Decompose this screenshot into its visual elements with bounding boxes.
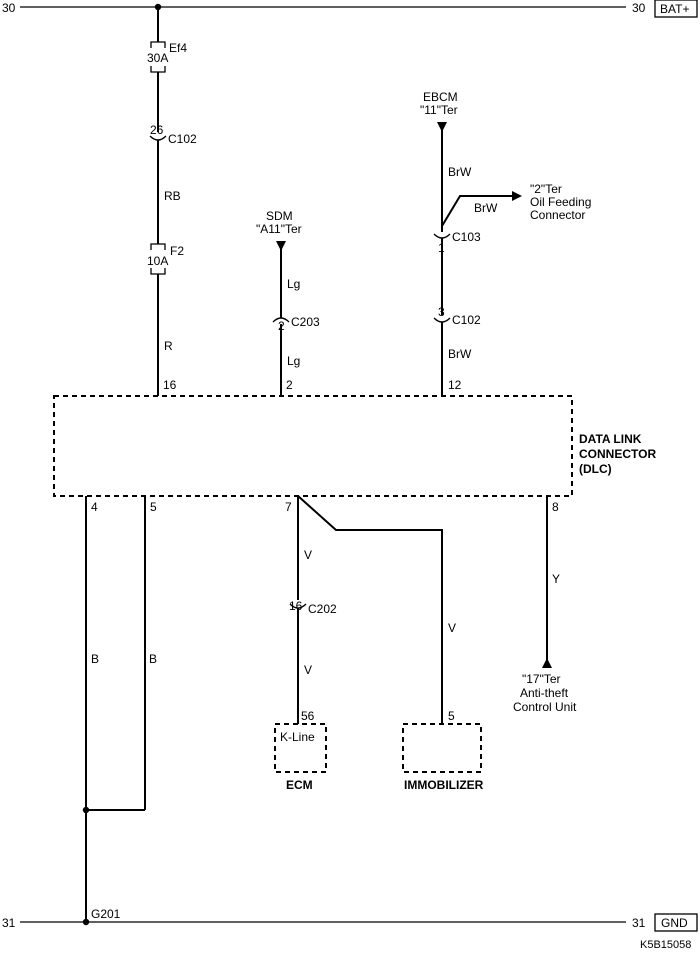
ecm-label: ECM — [286, 778, 313, 792]
dlc-pin-5: 5 — [150, 500, 157, 514]
ground-label: G201 — [91, 907, 121, 921]
fuse-f2-bottom-cap — [150, 268, 166, 275]
dlc-title-1: DATA LINK — [579, 432, 642, 446]
dlc-title-3: (DLC) — [579, 462, 612, 476]
connector-c202-pin: 16 — [289, 599, 303, 613]
fuse-ef4-rating: 30A — [147, 51, 168, 65]
dlc-pin-2: 2 — [286, 378, 293, 392]
wire-color-v-lower: V — [304, 663, 312, 677]
wire-color-rb: RB — [164, 189, 181, 203]
dlc-pin-12: 12 — [448, 378, 462, 392]
ecm-pin: 56 — [301, 709, 315, 723]
oil-arrow-icon — [512, 191, 522, 201]
ecm-module: 56 K-Line ECM — [274, 709, 327, 792]
immobilizer-pin: 5 — [448, 709, 455, 723]
fuse-ef4-top-cap — [150, 41, 166, 48]
connector-c203-name: C203 — [291, 315, 320, 329]
fuse-f2-id: F2 — [170, 244, 184, 258]
dlc-title-2: CONNECTOR — [579, 447, 656, 461]
ground-branch: B B G201 — [82, 496, 157, 926]
connector-c103-icon — [433, 233, 451, 239]
dlc-pin-8: 8 — [552, 500, 559, 514]
sdm-arrow-icon — [276, 241, 286, 251]
ground-point-icon — [82, 918, 90, 926]
antitheft-name-1: Anti-theft — [520, 686, 569, 700]
wire-color-r: R — [164, 339, 173, 353]
connector-c102-top-pin: 26 — [150, 123, 164, 137]
antitheft-branch: Y "17"Ter Anti-theft Control Unit — [513, 496, 577, 714]
ecm-k-line: K-Line — [280, 730, 315, 744]
gnd-rail-label: GND — [661, 916, 688, 930]
fuse-ef4-id: Ef4 — [169, 41, 187, 55]
dlc-box — [53, 395, 573, 497]
gnd-rail-left-number: 31 — [2, 916, 16, 930]
sdm-name: SDM — [266, 209, 293, 223]
bat-rail-left-number: 30 — [2, 1, 16, 15]
oil-terminal: "2"Ter — [530, 182, 562, 196]
immobilizer-box — [402, 723, 482, 773]
oil-name-1: Oil Feeding — [530, 195, 591, 209]
figure-code: K5B15058 — [640, 939, 691, 951]
antitheft-arrow-icon — [542, 658, 552, 668]
ebcm-arrow-icon — [437, 122, 447, 132]
wire-color-lg-upper: Lg — [287, 277, 300, 291]
fuse-ef4-bottom-cap — [150, 66, 166, 73]
immobilizer-label: IMMOBILIZER — [404, 778, 484, 792]
k-line-branch: V 16 C202 V V — [289, 495, 456, 724]
bat-rail: 30 30 BAT+ — [2, 0, 698, 18]
ebcm-name: EBCM — [423, 90, 458, 104]
dlc-pin-16: 16 — [163, 378, 177, 392]
connector-c102-right-pin: 3 — [438, 305, 445, 319]
wire-color-v-right: V — [448, 621, 456, 635]
antitheft-name-2: Control Unit — [513, 700, 577, 714]
ebcm-branch: EBCM "11"Ter BrW BrW "2"Ter Oil Feeding … — [420, 90, 591, 396]
wire-color-brw-lower: BrW — [448, 347, 472, 361]
dlc-pin-7: 7 — [285, 500, 292, 514]
bat-rail-right-number: 30 — [632, 1, 646, 15]
wire-color-v-upper: V — [304, 548, 312, 562]
fuse-f2-top-cap — [150, 243, 166, 250]
antitheft-terminal: "17"Ter — [522, 672, 561, 686]
ecm-box — [274, 723, 327, 773]
gnd-rail-right-number: 31 — [632, 916, 646, 930]
wire-color-lg-lower: Lg — [287, 354, 300, 368]
wire-color-brw-branch: BrW — [474, 201, 498, 215]
sdm-branch: SDM "A11"Ter Lg 2 C203 Lg — [256, 209, 320, 396]
wire-color-b-left: B — [91, 652, 99, 666]
connector-c102-right-name: C102 — [452, 313, 481, 327]
ground-splice — [82, 806, 90, 814]
immobilizer-wire — [297, 495, 443, 724]
bat-rail-box — [654, 0, 698, 18]
immobilizer-module: 5 IMMOBILIZER — [402, 709, 484, 792]
fuse-f2-rating: 10A — [147, 254, 168, 268]
bat-rail-label: BAT+ — [660, 2, 689, 16]
ebcm-terminal: "11"Ter — [420, 103, 458, 117]
connector-c203-icon — [272, 317, 290, 323]
wire-color-brw-upper: BrW — [448, 165, 472, 179]
sdm-terminal: "A11"Ter — [256, 222, 302, 236]
wire-color-y: Y — [552, 572, 560, 586]
wire-color-b-right: B — [149, 652, 157, 666]
power-branch: 30A Ef4 26 C102 RB 10A F2 R — [147, 7, 197, 396]
connector-c102-top-name: C102 — [168, 132, 197, 146]
oil-branch-wire — [441, 195, 512, 227]
gnd-rail-box — [654, 913, 698, 932]
oil-name-2: Connector — [530, 208, 585, 222]
connector-c202-name: C202 — [308, 602, 337, 616]
dlc-connector: 16 2 12 4 5 7 8 DATA LINK CONNECTOR (DLC… — [53, 378, 656, 514]
connector-c103-name: C103 — [452, 230, 481, 244]
gnd-rail: 31 31 GND — [2, 913, 698, 932]
dlc-pin-4: 4 — [91, 500, 98, 514]
